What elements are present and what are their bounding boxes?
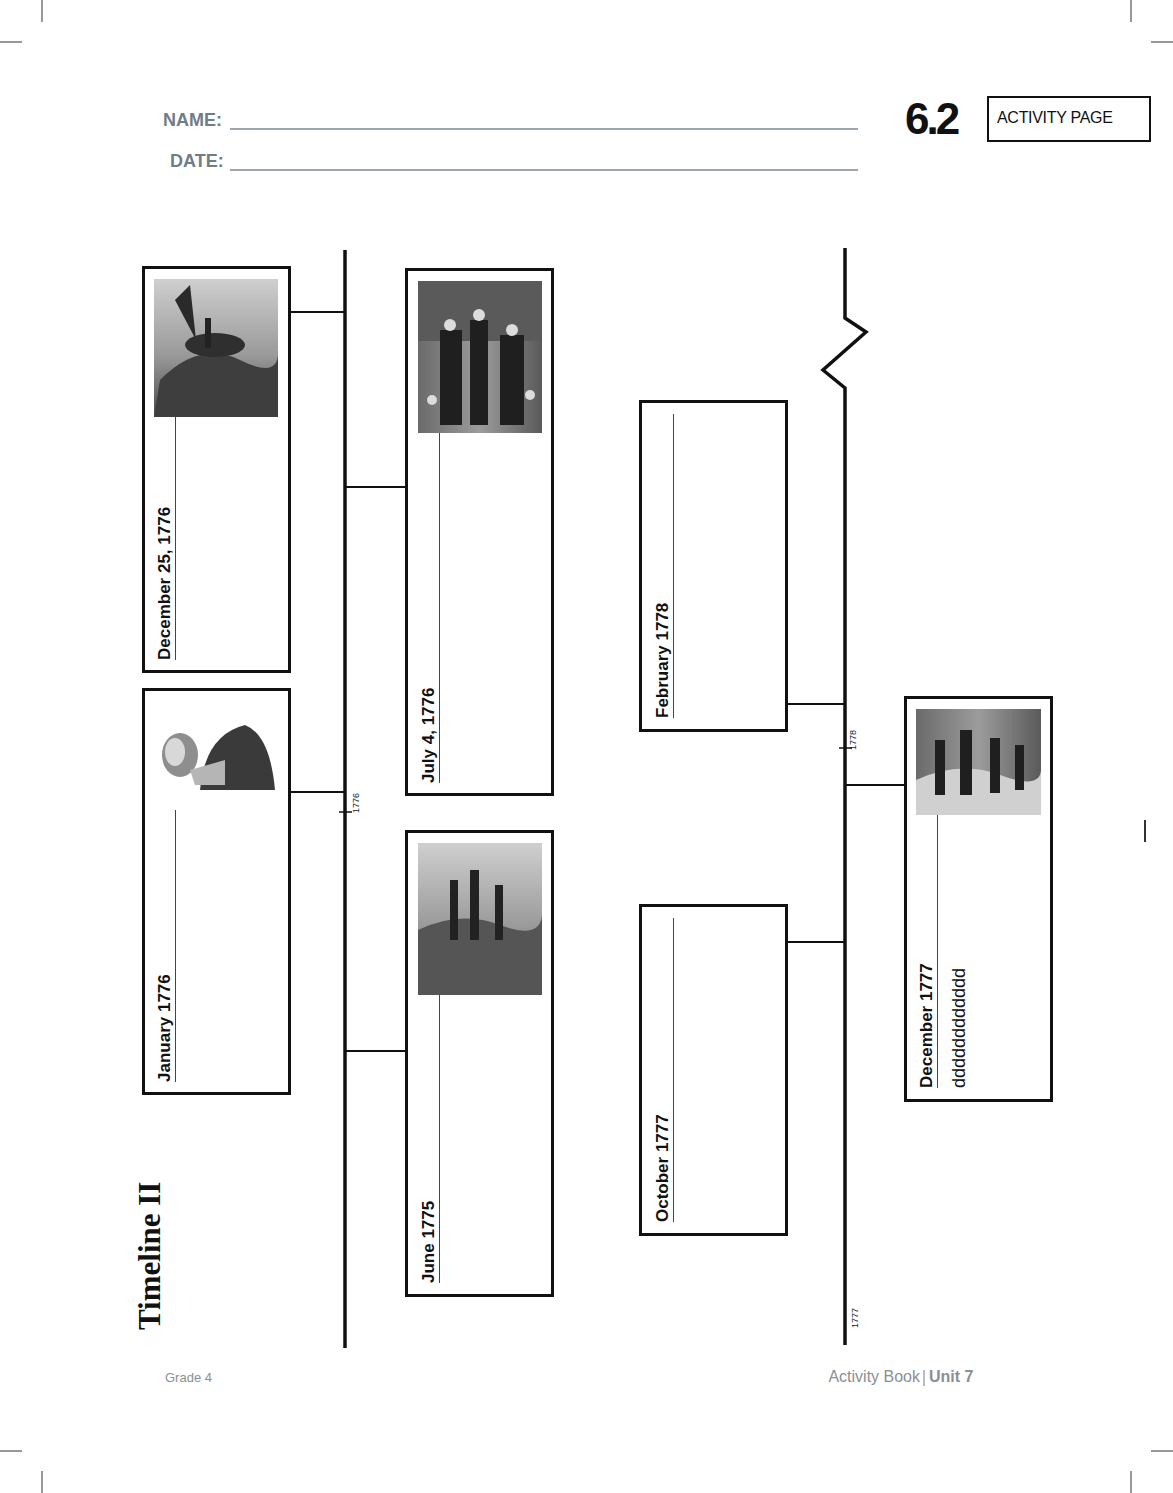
footer-grade: Grade 4	[165, 1370, 212, 1385]
illustration-crossing	[154, 279, 278, 417]
illustration-battle	[418, 843, 542, 995]
year-tick: 1778	[848, 724, 858, 750]
timeline-title: Timeline II	[134, 1160, 166, 1330]
timeline-event-box: December 25, 1776	[142, 266, 291, 673]
illustration-winter-camp	[916, 709, 1041, 815]
year-tick: 1777	[850, 1302, 860, 1328]
event-date: October 1777	[653, 918, 674, 1222]
illustration-signing	[418, 281, 542, 433]
field-label: NAME:	[163, 110, 222, 131]
footer-unit: Unit 7	[929, 1368, 973, 1386]
event-note: dddddddddddd	[948, 815, 970, 1088]
event-date: June 1775	[419, 995, 440, 1283]
timeline-event-box: January 1776	[142, 688, 291, 1095]
field-label: DATE:	[170, 151, 224, 172]
activity-page-box: ACTIVITY PAGE	[987, 96, 1151, 142]
event-date: February 1778	[653, 414, 674, 718]
event-date: January 1776	[155, 810, 176, 1082]
timeline-event-box: February 1778	[639, 400, 788, 732]
event-date: December 1777	[917, 815, 938, 1088]
year-tick: 1776	[351, 787, 361, 813]
event-date: December 25, 1776	[155, 417, 176, 660]
timeline-event-box: December 1777 dddddddddddd	[904, 696, 1053, 1102]
timeline-event-box: June 1775	[405, 830, 554, 1297]
event-date: July 4, 1776	[419, 433, 440, 783]
illustration-portrait	[155, 700, 280, 790]
timeline-event-box: July 4, 1776	[405, 268, 554, 796]
box-label: ACTIVITY PAGE	[989, 98, 1149, 128]
footer-book: Activity Book	[828, 1368, 920, 1386]
timeline-event-box: October 1777	[639, 904, 788, 1236]
activity-number: 6.2	[905, 94, 957, 144]
